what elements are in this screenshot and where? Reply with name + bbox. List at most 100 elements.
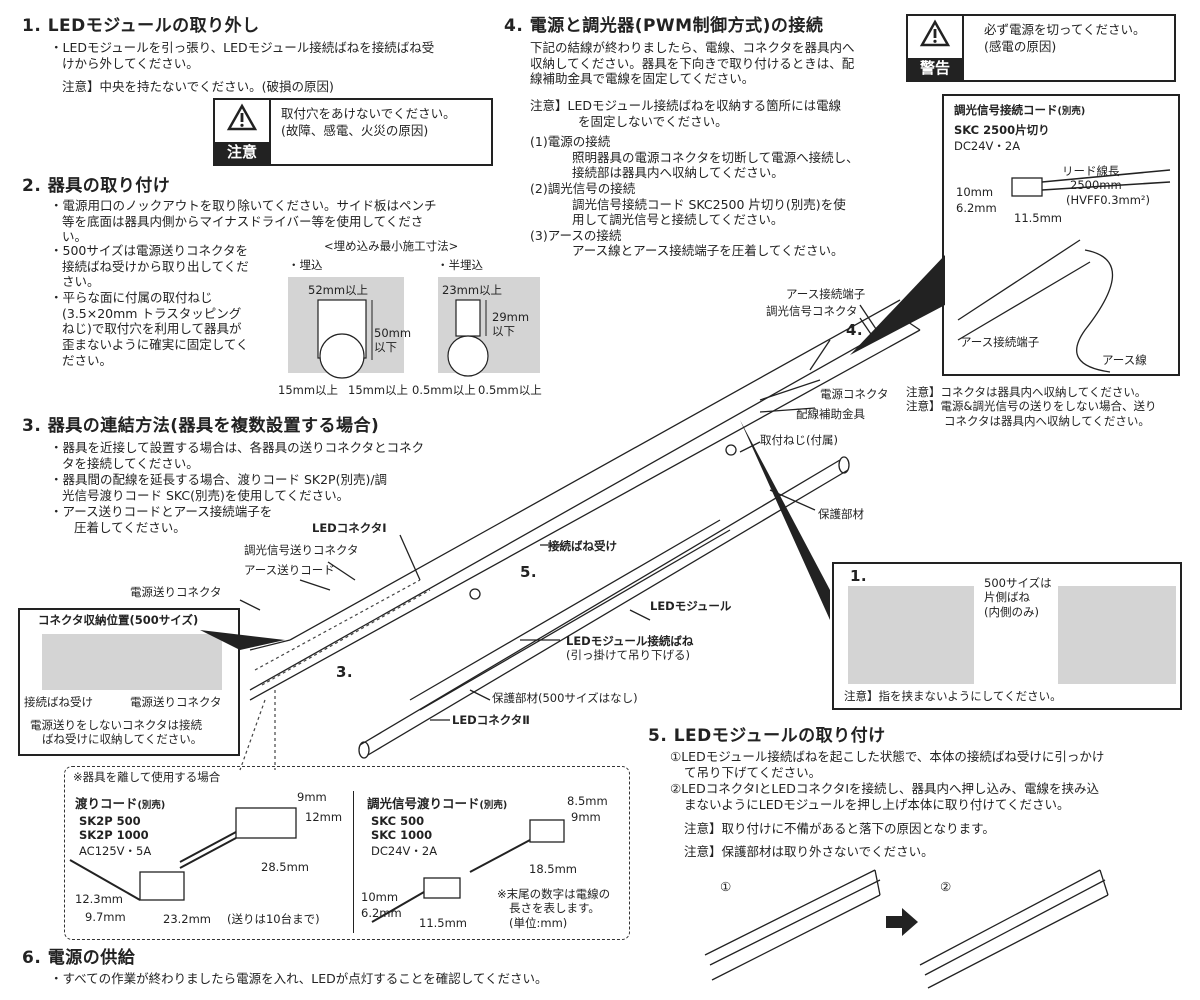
caution-icon-panel: 注意 [215, 100, 271, 164]
section4-note: 注意】LEDモジュール接続ばねを収納する箇所には電線 を固定しないでください。 [530, 98, 842, 129]
sk2p-title: 渡りコード(別売) [75, 796, 166, 811]
cord-dim-62: 6.2mm [956, 201, 997, 215]
section1-text: ・LEDモジュールを引っ張り、LEDモジュール接続ばねを接続ばね受 けから外して… [50, 40, 435, 71]
sk2p-spec: AC125V・5A [79, 844, 152, 858]
min-install-title: <埋め込み最小施工寸法> [324, 239, 459, 253]
semi-bottom-right-dim: 0.5mm以上 [478, 383, 542, 397]
skc-dim-10: 10mm [361, 890, 399, 904]
step-5-marker: 5. [520, 563, 538, 581]
section3-bullet2: ・器具間の配線を延長する場合、渡りコード SK2P(別売)/調 光信号渡りコード… [50, 472, 388, 503]
section5-item1: ①LEDモジュール接続ばねを起こした状態で、本体の接続ばね受けに引っかけ て吊り… [670, 749, 1105, 780]
section5-note2: 注意】保護部材は取り外さないでください。 [684, 844, 934, 859]
section2-bullet1: ・電源用口のノックアウトを取り除いてください。サイド板はペンチ 等を底面は器具内… [50, 198, 437, 245]
skc-dim-9: 9mm [571, 810, 601, 824]
warning-box: 警告 必ず電源を切ってください。 (感電の原因) [906, 14, 1176, 82]
storage-note: 電源送りをしないコネクタは接続 ばね受けに収納してください。 [30, 718, 203, 747]
fig-marker-2: ② [940, 879, 952, 894]
embed-top-dim: 52mm以上 [308, 283, 369, 298]
skc-dim-85: 8.5mm [567, 794, 608, 808]
warning-icon-panel: 警告 [908, 16, 964, 80]
inset-earth-terminal: アース接続端子 [960, 335, 1040, 349]
removal-inset: 1. 500サイズは 片側ばね (内側のみ) 注意】指を挟まないようにしてくださ… [832, 562, 1182, 710]
removal-step-1: 1. [850, 567, 868, 585]
cord-model: SKC 2500片切り [954, 123, 1050, 137]
section2-bullet3: ・平らな面に付属の取付ねじ (3.5×20mm トラスタッピング ねじ)で取付穴… [50, 290, 249, 368]
section3-heading: 3. 器具の連結方法(器具を複数設置する場合) [22, 416, 380, 436]
skc-spec: DC24V・2A [371, 844, 438, 858]
sk2p-note: (送りは10台まで) [227, 912, 320, 926]
section3-bullet1: ・器具を近接して設置する場合は、各器具の送りコネクタとコネク タを接続してくださ… [50, 440, 425, 471]
cords-header: ※器具を離して使用する場合 [73, 770, 221, 784]
label-earth-feed: アース送りコード [244, 563, 335, 577]
embed-label: ・埋込 [288, 258, 323, 272]
warning-label: 警告 [908, 58, 962, 80]
cord-dim-115: 11.5mm [1014, 211, 1063, 225]
cord-dim-10: 10mm [956, 185, 994, 199]
label-cover-500: 保護部材(500サイズはなし) [492, 691, 638, 705]
fig-marker-1: ① [720, 879, 732, 894]
sk2p-model-1: SK2P 500 [79, 814, 141, 828]
cords-box: ※器具を離して使用する場合 渡りコード(別売) SK2P 500 SK2P 10… [64, 766, 630, 940]
section5-note1: 注意】取り付けに不備があると落下の原因となります。 [684, 821, 995, 836]
label-cover: 保護部材 [818, 507, 864, 521]
semi-bottom-left-dim: 0.5mm以上 [412, 383, 476, 397]
section4-bottom-notes: 注意】コネクタは器具内へ収納してください。 注意】電源&調光信号の送りをしない場… [906, 385, 1157, 428]
embed-height-dim: 50mm 以下 [374, 326, 412, 355]
caution-box: 注意 取付穴をあけないでください。 (故障、感電、火災の原因) [213, 98, 493, 166]
cord-lead-length: リード線長 2500mm (HVFF0.3mm²) [1062, 164, 1151, 207]
label-dim-feed: 調光信号送りコネクタ [244, 543, 359, 557]
label-wiring-bracket: 配線補助金具 [796, 407, 865, 421]
warning-text: 必ず電源を切ってください。 (感電の原因) [984, 22, 1146, 54]
sk2p-model-2: SK2P 1000 [79, 828, 149, 842]
embed-bottom-left-dim: 15mm以上 [278, 383, 339, 397]
sk2p-dim-123: 12.3mm [75, 892, 124, 906]
caution-text: 取付穴をあけないでください。 (故障、感電、火災の原因) [281, 106, 456, 138]
skc-model-1: SKC 500 [371, 814, 425, 828]
storage-label-conn: 電源送りコネクタ [130, 695, 222, 709]
removal-photo-left [848, 586, 974, 684]
label-led-connector-2: LEDコネクタⅡ [452, 713, 530, 727]
step-3-marker: 3. [336, 663, 354, 681]
skc-note: ※末尾の数字は電線の 長さを表します。 (単位:mm) [497, 887, 611, 930]
removal-label: 500サイズは 片側ばね (内側のみ) [984, 576, 1052, 619]
section2-heading: 2. 器具の取り付け [22, 176, 171, 196]
removal-photo-right [1058, 586, 1176, 684]
skc-model-2: SKC 1000 [371, 828, 433, 842]
warning-triangle-icon [226, 103, 258, 131]
connector-storage-box: コネクタ収納位置(500サイズ) 接続ばね受け 電源送りコネクタ 電源送りをしな… [18, 608, 240, 756]
label-led-module: LEDモジュール [650, 599, 732, 613]
semi-height-dim: 29mm 以下 [492, 310, 530, 339]
section1-note: 注意】中央を持たないでください。(破損の原因) [62, 79, 334, 94]
label-spring-seat: 接続ばね受け [548, 539, 617, 553]
sk2p-dim-285: 28.5mm [261, 860, 310, 874]
connector-storage-title: コネクタ収納位置(500サイズ) [38, 613, 199, 627]
sk2p-dim-97: 9.7mm [85, 910, 126, 924]
label-led-connector-1: LEDコネクタⅠ [312, 521, 387, 535]
warning-triangle-icon [919, 19, 951, 47]
section6-text: ・すべての作業が終わりましたら電源を入れ、LEDが点灯することを確認してください… [50, 971, 548, 986]
section4-para: 下記の結線が終わりましたら、電線、コネクタを器具内へ 収納してください。器具を下… [530, 40, 855, 87]
caution-label: 注意 [215, 142, 269, 164]
cord-spec: DC24V・2A [954, 139, 1021, 153]
section5-heading: 5. LEDモジュールの取り付け [648, 726, 886, 746]
section4-heading: 4. 電源と調光器(PWM制御方式)の接続 [504, 16, 824, 36]
section4-items: (1)電源の接続 照明器具の電源コネクタを切断して電源へ接続し、 接続部は器具内… [530, 134, 859, 259]
section5-item2: ②LEDコネクタⅠとLEDコネクタⅠを接続し、器具内へ押し込み、電線を挟み込 ま… [670, 781, 1100, 812]
removal-note: 注意】指を挟まないようにしてください。 [844, 689, 1062, 703]
label-dim-connector: 調光信号コネクタ [766, 304, 858, 318]
arrow-right-icon [886, 908, 918, 936]
label-led-spring: LEDモジュール接続ばね (引っ掛けて吊り下げる) [566, 634, 694, 663]
section3-bullet3: ・アース送りコードとアース接続端子を 圧着してください。 [50, 504, 273, 535]
section1-heading: 1. LEDモジュールの取り外し [22, 16, 260, 36]
section6-heading: 6. 電源の供給 [22, 948, 136, 968]
label-screw: 取付ねじ(付属) [760, 433, 838, 447]
dimming-cord-inset: 調光信号接続コード(別売) SKC 2500片切り DC24V・2A リード線長… [942, 94, 1180, 376]
storage-label-spring: 接続ばね受け [24, 695, 93, 709]
skc-dim-115: 11.5mm [419, 916, 468, 930]
sk2p-dim-9: 9mm [297, 790, 327, 804]
label-power-feed: 電源送りコネクタ [130, 585, 222, 599]
skc-dim-185: 18.5mm [529, 862, 578, 876]
inset-earth-wire: アース線 [1102, 353, 1147, 367]
sk2p-dim-232: 23.2mm [163, 912, 212, 926]
section2-bullet2: ・500サイズは電源送りコネクタを 接続ばね受けから取り出してくだ さい。 [50, 243, 249, 290]
